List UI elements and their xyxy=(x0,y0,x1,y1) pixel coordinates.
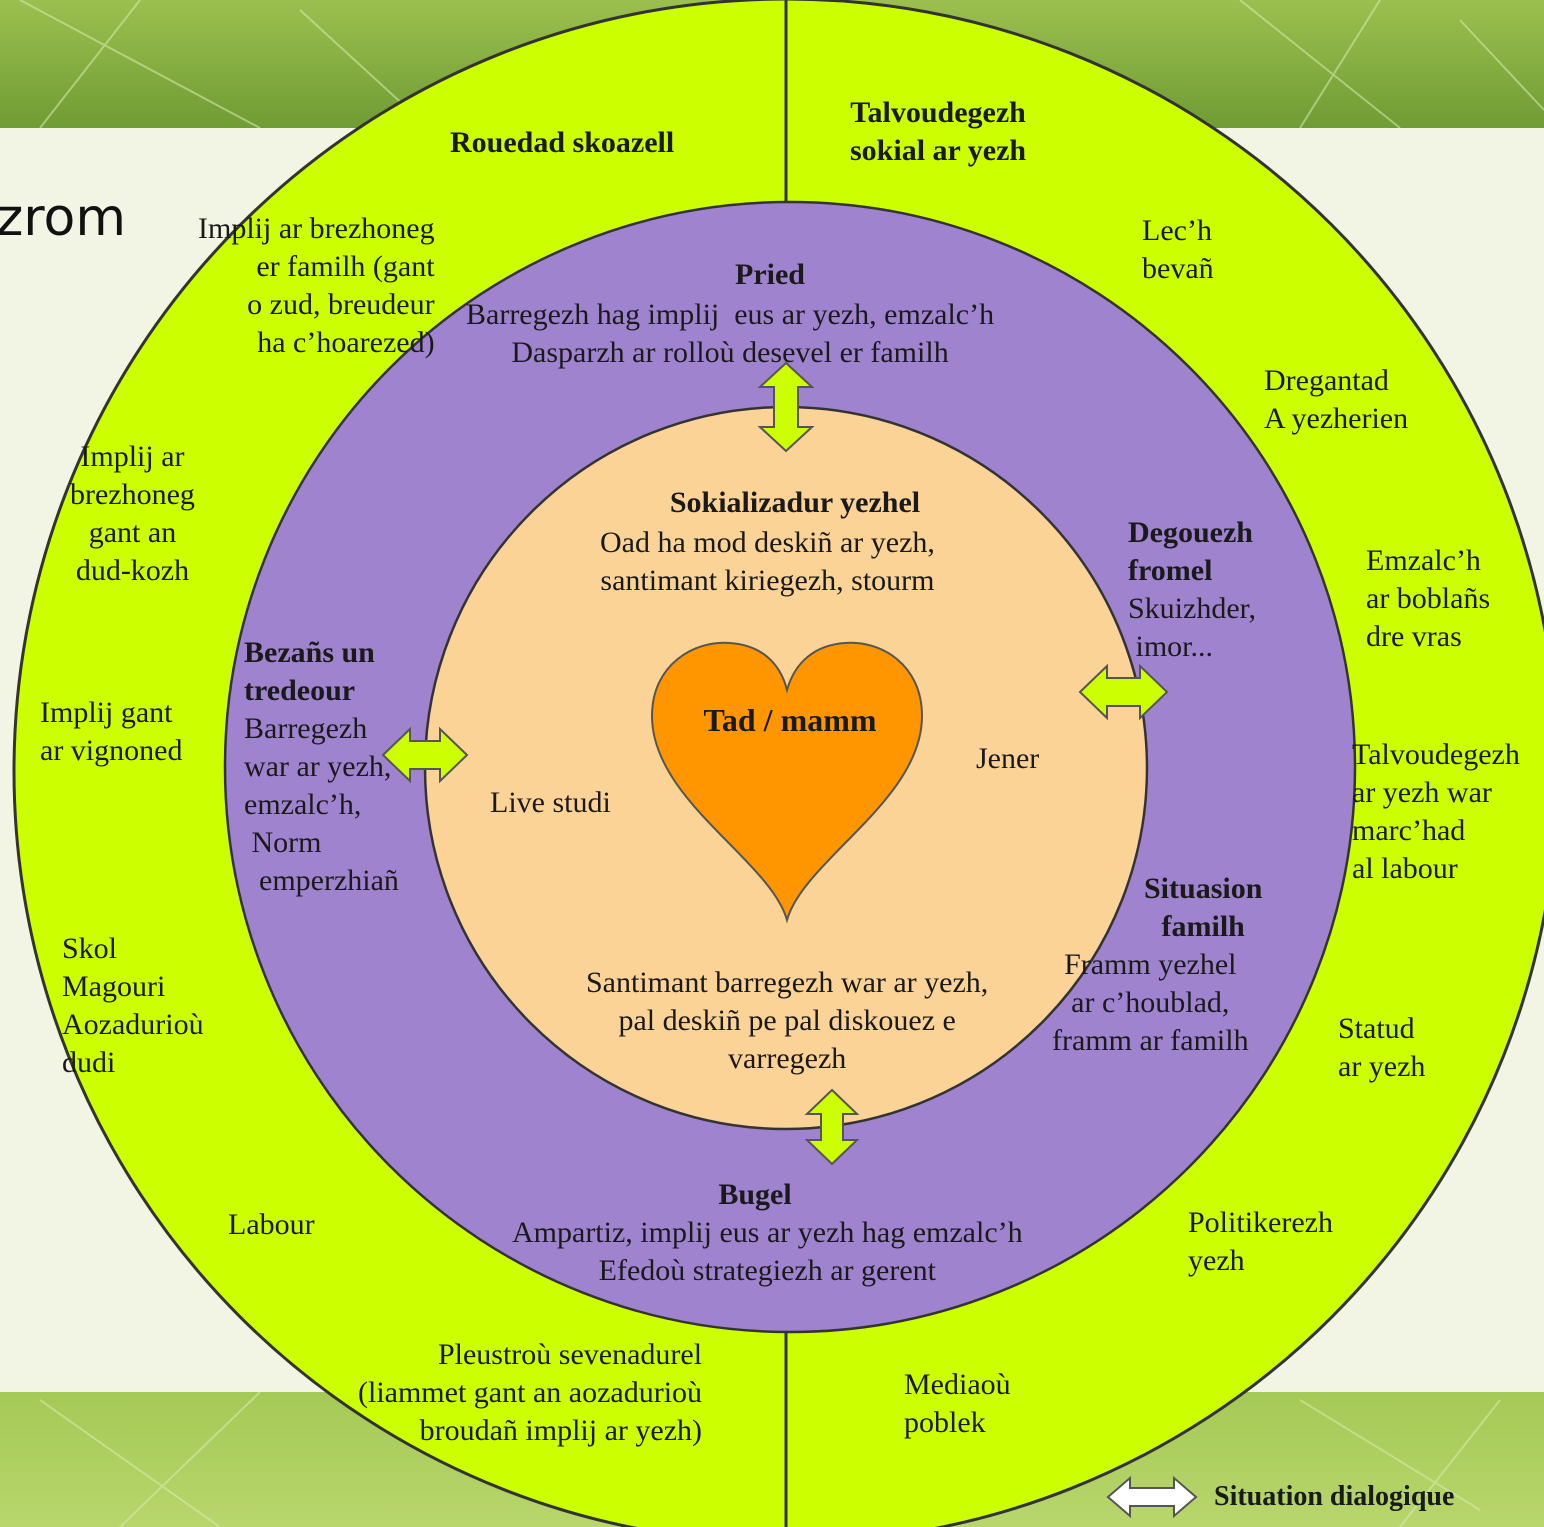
double-arrow-icon xyxy=(757,361,815,453)
heart-label: Tad / mamm xyxy=(703,702,877,738)
outer-right-item-1: Lec’h bevañ xyxy=(1142,214,1214,285)
double-arrow-icon xyxy=(1078,663,1169,721)
pried-title: Pried xyxy=(735,258,805,291)
outer-right-item-7: Mediaoù poblek xyxy=(904,1368,1011,1439)
outer-header-left: Rouedad skoazell xyxy=(450,126,675,159)
outer-right-item-2: Dregantad A yezherien xyxy=(1264,364,1409,435)
double-arrow-icon xyxy=(381,726,469,784)
arrow-top xyxy=(757,361,815,453)
bugel-title: Bugel xyxy=(718,1178,792,1211)
bezans-title: Bezañs un tredeour xyxy=(244,636,375,707)
pried-text: Barregezh hag implij eus ar yezh, emzalc… xyxy=(466,298,995,369)
double-arrow-icon xyxy=(1106,1475,1198,1519)
outer-left-item-2: Implij ar brezhoneg gant an dud-kozh xyxy=(70,440,195,587)
outer-header-right: Talvoudegezh sokial ar yezh xyxy=(850,96,1027,167)
outer-left-item-3: Implij gant ar vignoned xyxy=(40,696,183,767)
situasion-text: Framm yezhel ar c’houblad, framm ar fami… xyxy=(1052,948,1249,1057)
inner-title: Sokializadur yezhel xyxy=(669,486,921,519)
legend-arrow xyxy=(1106,1475,1198,1519)
outer-right-item-4: Talvoudegezh ar yezh war marc’had al lab… xyxy=(1352,738,1520,885)
outer-right-item-5: Statud ar yezh xyxy=(1338,1012,1426,1083)
bezans-text: Barregezh war ar yezh, emzalc’h, Norm em… xyxy=(244,712,399,897)
outer-left-item-5: Labour xyxy=(228,1208,315,1241)
jener-label: Jener xyxy=(976,742,1040,775)
degouezh-text: Skuizhder, imor... xyxy=(1128,592,1256,663)
situasion-title: Situasion familh xyxy=(1144,872,1263,943)
arrow-right xyxy=(1078,663,1169,721)
heart-icon xyxy=(650,641,924,924)
outer-left-item-1: Implij ar brezhoneg er familh (gant o zu… xyxy=(198,212,435,359)
outer-right-item-6: Politikerezh yezh xyxy=(1188,1206,1333,1277)
outer-left-item-4: Skol Magouri Aozadurioù dudi xyxy=(62,932,204,1079)
arrow-left xyxy=(381,726,469,784)
inner-text: Oad ha mod deskiñ ar yezh, santimant ki… xyxy=(600,526,935,597)
bugel-text: Ampartiz, implij eus ar yezh hag emzalc’… xyxy=(512,1216,1023,1287)
outer-left-item-6: Pleustroù sevenadurel (liammet gant an a… xyxy=(358,1338,703,1447)
slide-title-fragment: zrom xyxy=(0,188,126,248)
live-studi-label: Live studi xyxy=(490,786,611,819)
outer-right-item-3: Emzalc’h ar boblañs dre vras xyxy=(1366,544,1491,653)
legend-label: Situation dialogique xyxy=(1214,1481,1455,1512)
degouezh-title: Degouezh fromel xyxy=(1128,516,1253,587)
inner-bottom-text: Santimant barregezh war ar yezh, pal des… xyxy=(586,966,989,1075)
double-arrow-icon xyxy=(804,1088,860,1166)
arrow-bottom xyxy=(804,1088,860,1166)
